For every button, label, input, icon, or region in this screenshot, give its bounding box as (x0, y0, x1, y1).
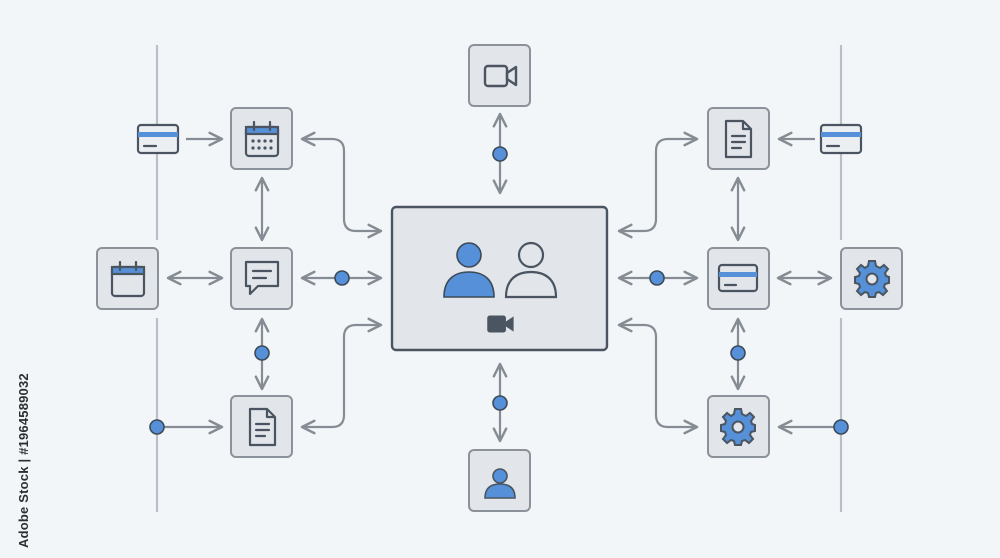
node-right-gear (707, 395, 770, 458)
connector-right-gear (617, 317, 699, 435)
junction-dot (730, 345, 746, 361)
junction-dots (149, 146, 849, 435)
node-left-document (230, 395, 293, 458)
gear-icon (854, 260, 890, 298)
node-far-left-calendar (96, 247, 159, 310)
junction-dot (492, 395, 508, 411)
node-left-calendar (230, 107, 293, 170)
credit-card-icon (136, 123, 180, 155)
node-right-document (707, 107, 770, 170)
junction-dot (833, 419, 849, 435)
connector-left-document (300, 317, 383, 435)
node-top-video (468, 44, 531, 107)
junction-dot (334, 270, 350, 286)
credit-card-icon (819, 123, 863, 155)
connector-left-calendar (300, 131, 383, 239)
watermark-text: Adobe Stock | #1964589032 (16, 373, 31, 548)
watermark: Adobe Stock | #1964589032 (14, 300, 34, 550)
gear-icon (720, 408, 756, 446)
connector-right-document (617, 131, 699, 239)
node-bottom-user (468, 449, 531, 512)
users-icon (443, 241, 558, 299)
junction-dot (649, 270, 665, 286)
junction-dot (492, 146, 508, 162)
node-right-card (707, 247, 770, 310)
node-left-chat (230, 247, 293, 310)
junction-dot (254, 345, 270, 361)
junction-dot (149, 419, 165, 435)
node-far-right-gear (840, 247, 903, 310)
hub-node (390, 205, 609, 352)
